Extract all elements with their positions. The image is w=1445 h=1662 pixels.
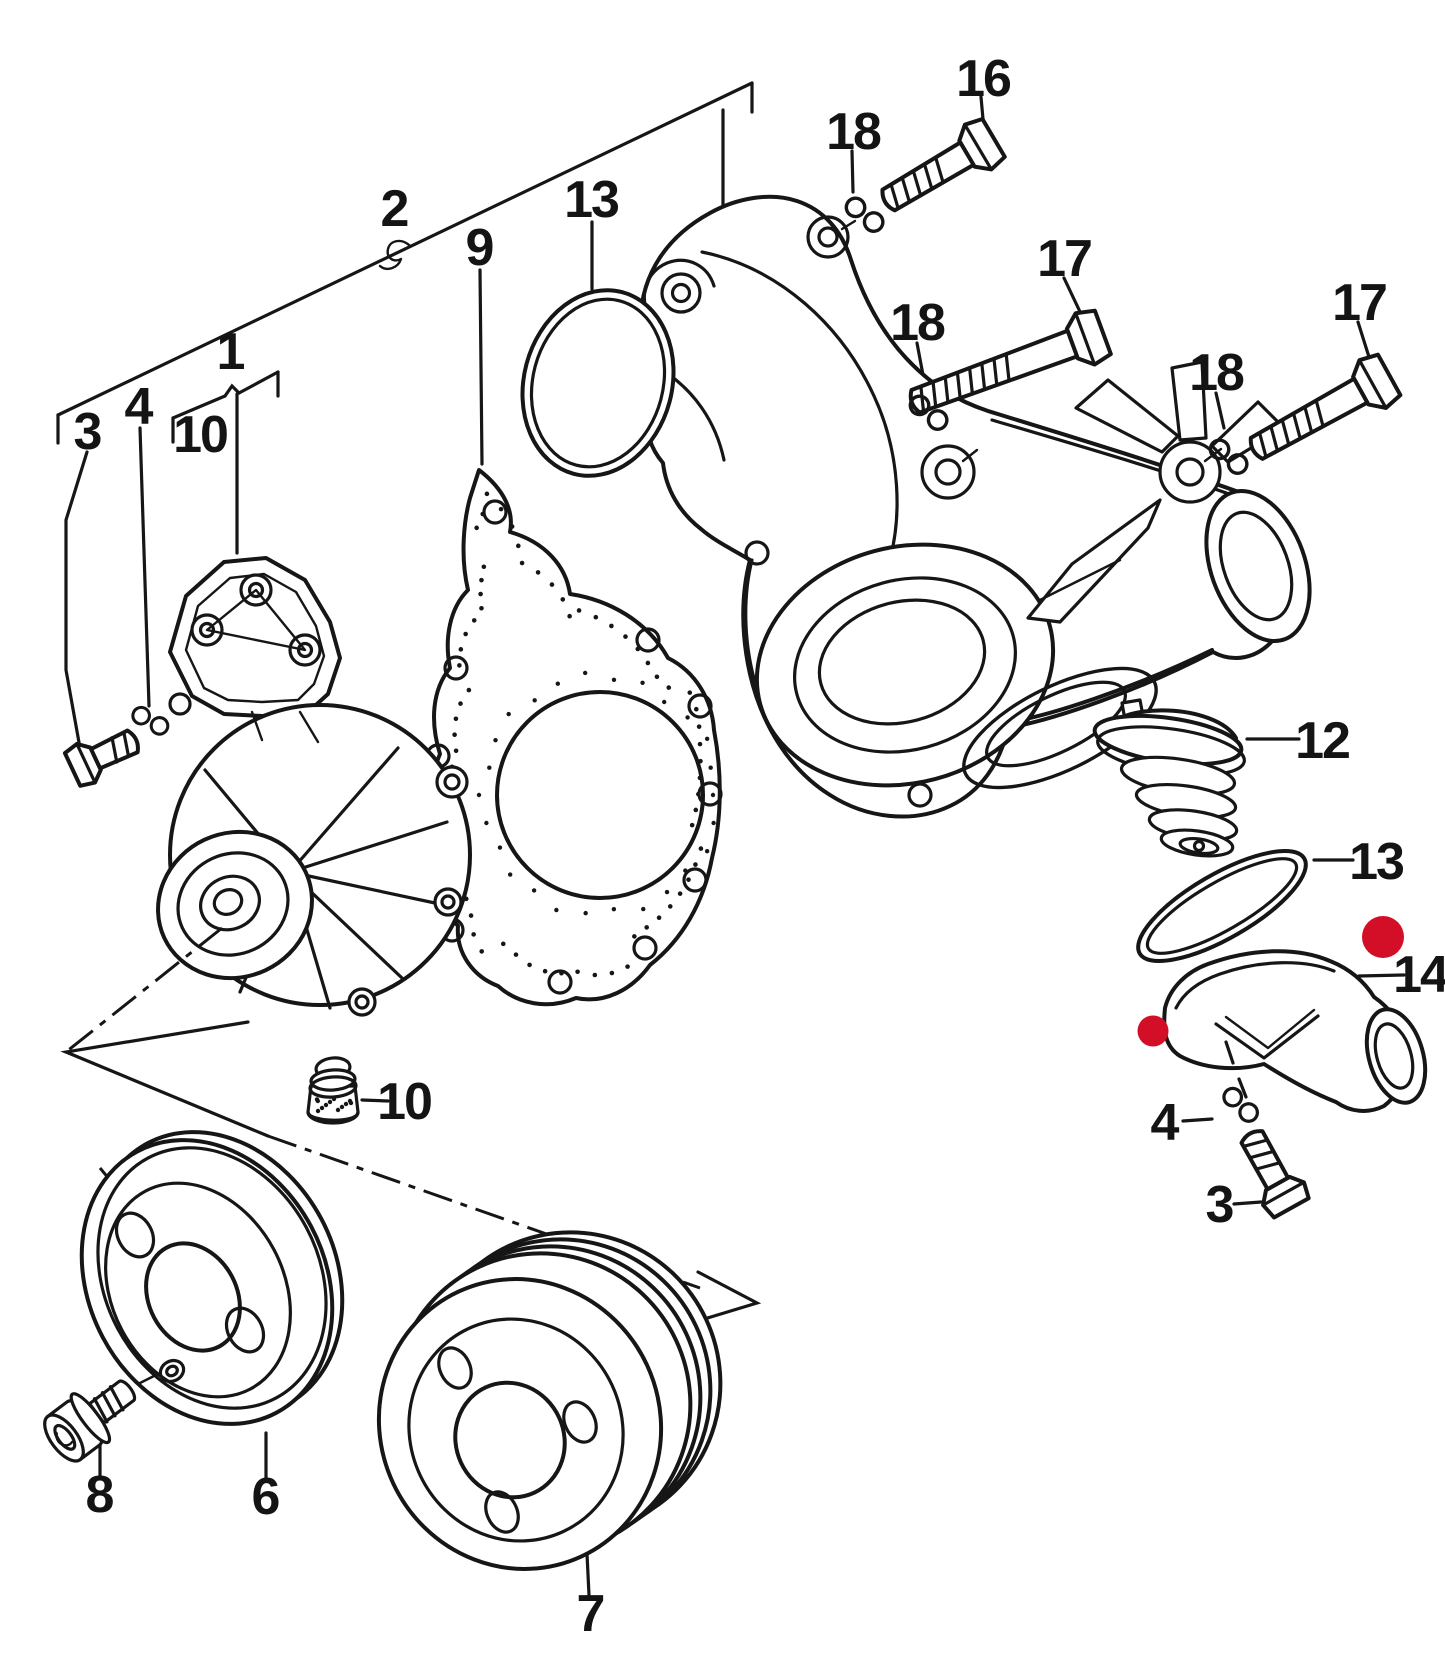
callout-17-middle[interactable]: 17 [1037,230,1093,288]
red-dot-large[interactable] [1362,916,1404,958]
water-pump [156,556,472,1017]
washer-18-middle [908,394,949,431]
gasket-opening [495,690,705,900]
hardware [62,116,1403,1220]
cartridge-hole [920,444,976,500]
plug [306,1056,360,1125]
callout-9[interactable]: 9 [466,219,495,277]
callout-13-lower[interactable]: 13 [1349,833,1406,891]
callout-1[interactable]: 1 [217,323,247,381]
callout-10-bracket[interactable]: 10 [173,406,229,464]
housing-mouth [1204,488,1312,644]
gasket [425,468,723,1007]
pump-flange-hole [168,692,192,716]
callout-17-right[interactable]: 17 [1332,274,1388,332]
washer-4-right [1222,1086,1259,1123]
thermostat [1092,698,1246,858]
callout-18-middle[interactable]: 18 [890,294,947,352]
bolt-8-leader [138,1372,160,1385]
callout-10-plug[interactable]: 10 [377,1073,433,1131]
o-ring-large [520,288,676,478]
washer-18-top [844,196,885,233]
callout-18-right[interactable]: 18 [1189,344,1246,402]
pulley-bolt-hole [158,1358,186,1384]
callout-14[interactable]: 14 [1393,946,1445,1004]
callout-3-right[interactable]: 3 [1206,1176,1236,1234]
callout-13-upper[interactable]: 13 [564,171,621,229]
impeller-hub-hole [1158,440,1222,504]
red-dot-small[interactable] [1137,1015,1169,1047]
callout-4-left[interactable]: 4 [125,378,156,436]
bolt-3-left [62,728,140,788]
callout-4-right[interactable]: 4 [1151,1094,1182,1152]
bolt-8 [43,1379,137,1463]
thermostat-cover [1162,949,1428,1113]
pump-housing [638,194,1312,819]
pulley-flat [79,1130,345,1426]
housing-bore [754,542,1056,788]
washer-4-left [131,705,170,736]
reference-lines [56,81,1406,1597]
callout-7[interactable]: 7 [577,1585,606,1643]
callout-18-top[interactable]: 18 [826,103,883,161]
callout-12[interactable]: 12 [1295,712,1351,770]
housing-top-hole [806,215,850,259]
pulley-v-belt [376,1230,723,1571]
pulley7-center-hole [453,1380,567,1500]
callout-8[interactable]: 8 [86,1466,116,1524]
callout-2[interactable]: 2 [381,180,410,238]
plug-texture [314,1096,354,1114]
housing-ear-hole [660,272,702,314]
callout-16[interactable]: 16 [956,50,1013,108]
washer-18-right [1208,438,1249,475]
impeller [1026,360,1286,624]
callout-3-left[interactable]: 3 [74,403,104,461]
o-ring-small [1136,849,1308,963]
pump-hub [156,829,314,981]
pulley-center-hole [144,1241,242,1353]
bolt-17-right [1248,352,1403,461]
callouts: 16 18 2 13 9 17 17 18 1 18 4 3 10 12 13 … [74,50,1445,1643]
callout-6[interactable]: 6 [252,1468,282,1526]
bolt-3-right [1239,1129,1311,1220]
bolt-16 [880,116,1007,213]
